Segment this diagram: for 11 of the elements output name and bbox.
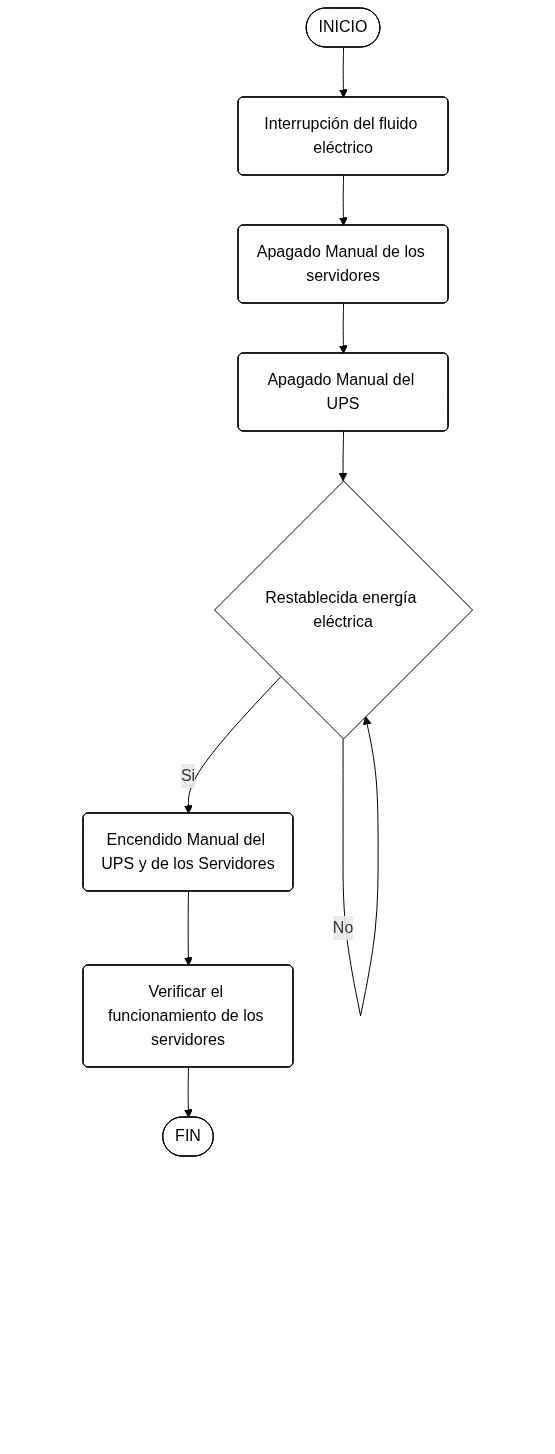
arrow — [338, 431, 348, 482]
arrow — [183, 676, 281, 814]
arrow — [342, 716, 379, 1017]
arrow — [183, 891, 193, 966]
edge-label: Si — [180, 766, 195, 784]
arrow — [338, 175, 348, 226]
node-diamond: Restablecida energía eléctrica — [213, 480, 473, 740]
arrow — [338, 303, 348, 354]
edge-label: No — [332, 918, 353, 936]
arrow — [183, 1067, 193, 1118]
arrow — [338, 47, 348, 98]
